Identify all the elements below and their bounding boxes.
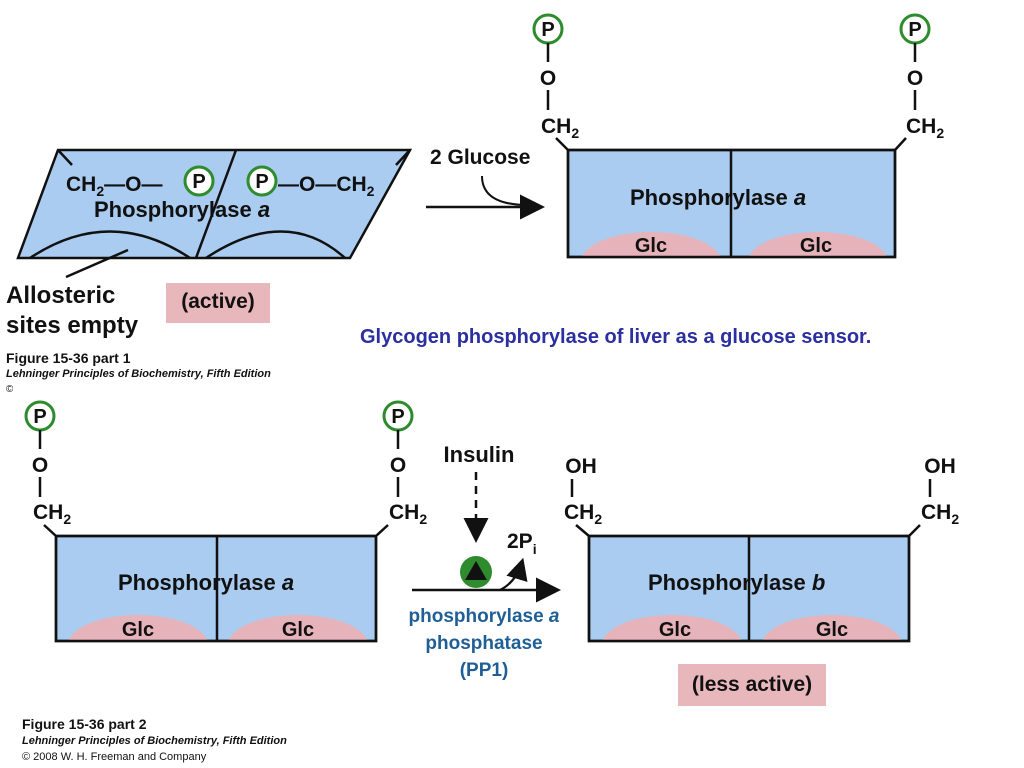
svg-text:O: O	[907, 67, 923, 90]
svg-text:CH2—O—: CH2—O—	[66, 173, 162, 199]
svg-text:CH2: CH2	[564, 501, 602, 527]
bottom-right-enzyme: Phosphorylase b Glc Glc	[587, 534, 911, 643]
insulin-label: Insulin	[444, 442, 515, 467]
arrow-label: 2 Glucose	[430, 146, 530, 169]
copyright-1: ©	[6, 384, 14, 392]
svg-text:CH2: CH2	[921, 501, 959, 527]
svg-text:CH2: CH2	[389, 501, 427, 527]
hydroxyl-stalk-right: OH CH2	[908, 455, 959, 537]
svg-text:Glc: Glc	[816, 619, 848, 641]
allosteric-label-line1: Allosteric	[6, 282, 115, 309]
phosphate-icon	[246, 165, 278, 197]
svg-text:CH2: CH2	[33, 501, 71, 527]
figure-title-2: Figure 15-36 part 2	[22, 716, 147, 732]
book-title-1: Lehninger Principles of Biochemistry, Fi…	[6, 368, 271, 380]
state-tag-active: (active)	[166, 283, 270, 323]
pp1-label-line3: (PP1)	[460, 660, 509, 681]
allosteric-label-line2: sites empty	[6, 312, 139, 339]
svg-text:CH2: CH2	[906, 115, 944, 141]
copyright-2: © 2008 W. H. Freeman and Company	[22, 751, 207, 763]
svg-text:—O—CH2: —O—CH2	[278, 173, 375, 199]
insulin-pathway: Insulin 2Pi phosphorylase a phosphatase …	[409, 442, 561, 681]
enzyme-label: Phosphorylase a	[94, 197, 270, 222]
svg-text:Glc: Glc	[122, 619, 154, 641]
svg-text:O: O	[540, 67, 556, 90]
figure-title-1: Figure 15-36 part 1	[6, 350, 131, 366]
allosteric-site-left	[29, 230, 191, 258]
svg-text:P: P	[192, 171, 205, 193]
svg-text:P: P	[33, 406, 46, 428]
glc-label: Glc	[635, 235, 667, 257]
svg-text:O: O	[32, 454, 48, 477]
svg-text:P: P	[255, 171, 268, 193]
svg-text:P: P	[908, 19, 921, 41]
svg-text:P: P	[541, 19, 554, 41]
svg-text:OH: OH	[924, 455, 956, 478]
bottom-left-enzyme: Phosphorylase a Glc Glc	[54, 534, 378, 643]
svg-text:O: O	[390, 454, 406, 477]
svg-text:Glc: Glc	[282, 619, 314, 641]
phosphate-stalk-left: P O CH2	[532, 13, 579, 151]
pp1-label-line2: phosphatase	[425, 633, 542, 654]
svg-text:Phosphorylase a: Phosphorylase a	[630, 185, 806, 210]
hydroxyl-stalk-left: OH CH2	[564, 455, 602, 537]
svg-text:Glc: Glc	[659, 619, 691, 641]
phosphate-stalk-right: P O CH2	[375, 400, 427, 537]
top-right-enzyme: Phosphorylase a Glc Glc	[566, 148, 897, 259]
state-tag-less-active: (less active)	[678, 664, 826, 706]
glucose-arrow: 2 Glucose	[426, 146, 545, 220]
glc-label: Glc	[800, 235, 832, 257]
slide-subtitle: Glycogen phosphorylase of liver as a glu…	[360, 326, 872, 348]
svg-text:Phosphorylase b: Phosphorylase b	[648, 570, 825, 595]
top-left-enzyme: CH2—O— P P —O—CH2 Phosphorylase a	[16, 148, 413, 260]
allosteric-site-right	[205, 230, 346, 258]
phosphate-icon	[183, 165, 215, 197]
product-label: 2Pi	[507, 530, 537, 557]
phosphate-stalk-left: P O CH2	[24, 400, 71, 537]
svg-text:OH: OH	[565, 455, 597, 478]
book-title-2: Lehninger Principles of Biochemistry, Fi…	[22, 735, 287, 747]
svg-text:P: P	[391, 406, 404, 428]
svg-text:CH2: CH2	[541, 115, 579, 141]
svg-text:Phosphorylase a: Phosphorylase a	[118, 570, 294, 595]
phosphate-stalk-right: P O CH2	[894, 13, 944, 151]
pp1-label-line1: phosphorylase a	[409, 606, 560, 627]
